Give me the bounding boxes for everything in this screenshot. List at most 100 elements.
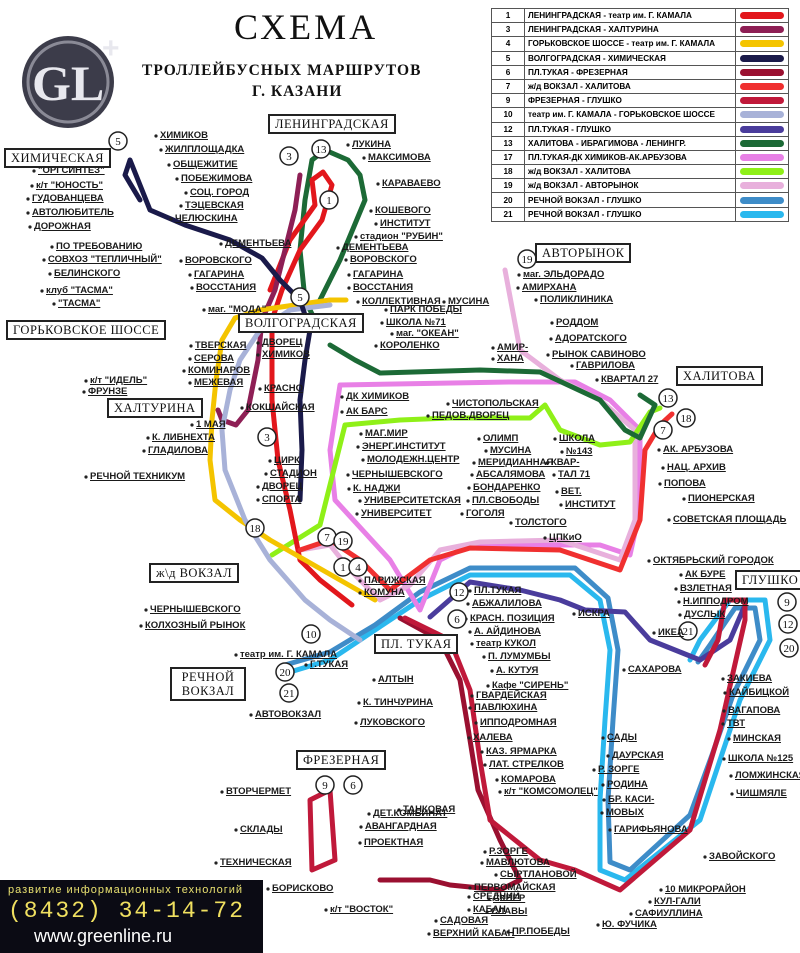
stop-label: КОРОЛЕНКО: [380, 340, 440, 351]
stop-label: к/т "ИДЕЛЬ": [90, 375, 148, 386]
stop-label: КОКШАЙСКАЯ: [246, 402, 315, 413]
stop-dot: [357, 701, 361, 705]
stop-label: МЕЖЕВАЯ: [194, 377, 244, 388]
stop-dot: [234, 653, 238, 657]
route-badge-number: 3: [286, 151, 292, 163]
stop-label: ЧИШМЯЛЕ: [736, 788, 787, 799]
stop-label: САДОВАЯ: [440, 915, 489, 926]
stop-dot: [52, 302, 56, 306]
stop-dot: [359, 432, 363, 436]
legend-route-name: ПЛ.ТУКАЯ-ДК ХИМИКОВ-АК.АРБУЗОВА: [524, 149, 736, 166]
legend-route-number: 13: [491, 135, 525, 151]
stop-dot: [494, 873, 498, 877]
stop-label: АБЖАЛИЛОВА: [472, 598, 542, 609]
stop-dot: [509, 521, 513, 525]
route-badge-number: 4: [355, 562, 361, 574]
map-subtitle-2: Г. КАЗАНИ: [252, 83, 343, 100]
stop-dot: [652, 631, 656, 635]
stop-label: ОЛИМП: [483, 433, 519, 444]
stop-dot: [340, 395, 344, 399]
stop-label: ДК ХИМИКОВ: [346, 391, 410, 402]
stop-label: СОВЕТСКАЯ ПЛОЩАДЬ: [673, 514, 787, 525]
route-badge: 1: [319, 190, 339, 210]
stop-dot: [622, 668, 626, 672]
stop-dot: [559, 503, 563, 507]
advert-line1: развитие информационных технологий: [8, 884, 244, 896]
stop-label: АЛТЫН: [378, 674, 414, 685]
stop-label: Г.ТУКАЯ: [310, 659, 349, 670]
stop-label: АК БАРС: [346, 406, 388, 417]
stop-label: ДВОРЕЦ: [262, 337, 303, 348]
stop-label: ПАРИЖСКАЯ: [364, 575, 426, 586]
legend-route-number: 19: [491, 178, 525, 194]
stop-label: СТАДИОН: [270, 468, 317, 479]
stop-dot: [647, 559, 651, 563]
stop-dot: [26, 197, 30, 201]
stop-label: КВАРТАЛ 27: [601, 374, 659, 385]
legend-route-name: ж/д ВОКЗАЛ - АВТОРЫНОК: [524, 178, 736, 194]
stop-label: ТАНКОВАЯ: [403, 804, 456, 815]
stop-dot: [495, 778, 499, 782]
stop-label: ГАГАРИНА: [353, 269, 404, 280]
stop-label: ВОССТАНИЯ: [196, 282, 257, 293]
stop-dot: [467, 486, 471, 490]
stop-dot: [358, 499, 362, 503]
stop-dot: [256, 498, 260, 502]
stop-label: ВЗЛЕТНАЯ: [680, 583, 732, 594]
stop-label: ТАЛ 71: [558, 469, 591, 480]
legend-route-name: ВОЛГОГРАДСКАЯ - ХИМИЧЕСКАЯ: [524, 50, 736, 66]
stop-label: БЕЛИНСКОГО: [54, 268, 121, 279]
stop-dot: [553, 437, 557, 441]
advert-banner: развитие информационных технологий (8432…: [0, 880, 263, 953]
stop-dot: [190, 423, 194, 427]
route-badge: 18: [245, 518, 265, 538]
stop-label: ВОССТАНИЯ: [353, 282, 414, 293]
stop-label: БОРИСКОВО: [272, 883, 334, 894]
terminal-label: АВТОРЫНОК: [535, 243, 632, 263]
stop-dot: [517, 273, 521, 277]
stop-dot: [490, 669, 494, 673]
route-badge-number: 19: [338, 536, 350, 548]
stop-dot: [596, 923, 600, 927]
stop-dot: [601, 736, 605, 740]
stop-dot: [142, 449, 146, 453]
stop-label: АМИРХАНА: [522, 282, 577, 293]
stop-dot: [154, 134, 158, 138]
stop-dot: [264, 472, 268, 476]
stop-label: ЗАКИЕВА: [727, 673, 773, 684]
stop-dot: [240, 406, 244, 410]
stop-label: НАЦ. АРХИВ: [667, 462, 726, 473]
advert-site[interactable]: www.greenline.ru: [34, 926, 173, 946]
stop-dot: [486, 684, 490, 688]
stop-dot: [485, 910, 489, 914]
legend-route-name: ЛЕНИНГРАДСКАЯ - театр им. Г. КАМАЛА: [524, 7, 736, 24]
route-badge-number: 7: [324, 532, 330, 544]
route-line: [215, 172, 303, 428]
stop-label: РОДИНА: [607, 779, 648, 790]
stop-dot: [467, 895, 471, 899]
route-badge-number: 19: [522, 254, 534, 266]
stop-label: МАКСИМОВА: [368, 152, 431, 163]
stop-label: ВАГАПОВА: [728, 705, 781, 716]
route-badge-number: 13: [316, 144, 328, 156]
stop-dot: [144, 608, 148, 612]
stop-dot: [468, 706, 472, 710]
stop-label: САДЫ: [607, 732, 637, 743]
stop-dot: [722, 709, 726, 713]
stop-dot: [42, 258, 46, 262]
terminal-label: ГЛУШКО: [735, 570, 800, 590]
route-badge-number: 13: [663, 393, 675, 405]
route-badge: 19: [333, 531, 353, 551]
stop-dot: [169, 217, 173, 221]
stop-label: МАВЛЮТОВА: [486, 857, 550, 868]
stop-dot: [354, 721, 358, 725]
stop-label: ШКОЛА: [559, 433, 596, 444]
stop-dot: [220, 790, 224, 794]
stop-dot: [555, 490, 559, 494]
stop-label: Кафе "СИРЕНЬ": [492, 680, 569, 691]
stop-dot: [468, 886, 472, 890]
